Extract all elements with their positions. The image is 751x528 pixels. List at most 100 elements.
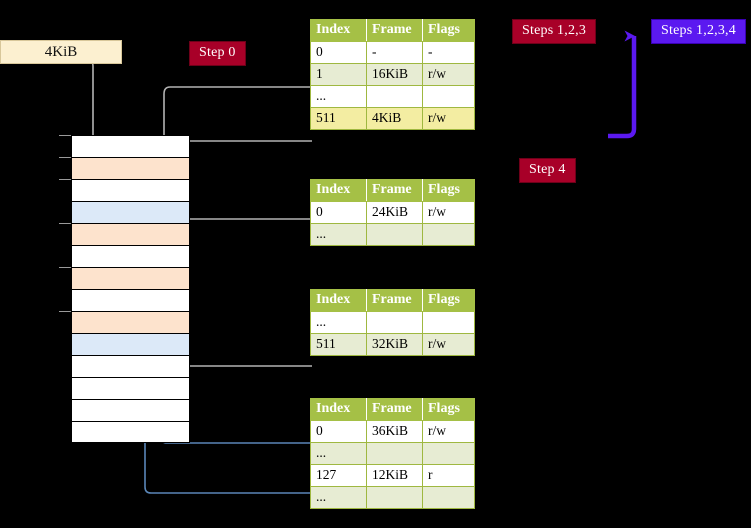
- table-row: ...: [310, 311, 475, 334]
- table-cell: r/w: [422, 201, 475, 224]
- badge-step-4-label: Step 4: [529, 162, 566, 177]
- column-header-frame: Frame: [366, 289, 423, 312]
- column-header-frame: Frame: [366, 19, 423, 42]
- column-header-flags: Flags: [422, 19, 475, 42]
- memory-frame: [71, 311, 190, 333]
- table-cell: r/w: [422, 333, 475, 356]
- memory-frame: [71, 377, 190, 399]
- table-cell: ...: [310, 311, 367, 334]
- table-cell: r/w: [422, 63, 475, 86]
- table-cell: 12KiB: [366, 464, 423, 487]
- memory-frame: [71, 267, 190, 289]
- memory-frame: [71, 289, 190, 311]
- column-header-index: Index: [310, 19, 367, 42]
- table-cell: ...: [310, 85, 367, 108]
- physical-memory-column: [59, 135, 190, 443]
- table-row: ...: [310, 223, 475, 246]
- column-header-frame: Frame: [366, 398, 423, 421]
- table-cell: r: [422, 464, 475, 487]
- badge-step-0-label: Step 0: [199, 45, 236, 60]
- column-header-index: Index: [310, 179, 367, 202]
- memory-tick: [59, 267, 71, 268]
- table-cell: 511: [310, 333, 367, 356]
- table-cell: r/w: [422, 107, 475, 130]
- memory-frame: [71, 421, 190, 443]
- connector-t1row1-to-frame: [163, 86, 312, 154]
- table-cell: 36KiB: [366, 420, 423, 443]
- steps-bracket-arrow: [608, 30, 637, 139]
- badge-steps-123: Steps 1,2,3: [512, 19, 597, 44]
- table-cell: [422, 442, 475, 465]
- memory-frame: [71, 157, 190, 179]
- table-cell: [422, 223, 475, 246]
- column-header-frame: Frame: [366, 179, 423, 202]
- connector-t4row127-to-frame: [137, 207, 312, 494]
- column-header-flags: Flags: [422, 179, 475, 202]
- memory-frame: [71, 333, 190, 355]
- column-header-flags: Flags: [422, 398, 475, 421]
- table-cell: ...: [310, 486, 367, 509]
- table-cell: 1: [310, 63, 367, 86]
- memory-frame: [71, 355, 190, 377]
- column-header-index: Index: [310, 398, 367, 421]
- table-cell: 24KiB: [366, 201, 423, 224]
- table-row: ...: [310, 442, 475, 465]
- memory-frame: [71, 179, 190, 201]
- table-cell: [366, 486, 423, 509]
- table-row: ...: [310, 85, 475, 108]
- table-cell: r/w: [422, 420, 475, 443]
- memory-tick: [59, 135, 71, 136]
- table-cell: -: [422, 41, 475, 64]
- table-cell: -: [366, 41, 423, 64]
- table-cell: ...: [310, 223, 367, 246]
- table-cell: [366, 311, 423, 334]
- badge-step-4: Step 4: [519, 158, 576, 183]
- column-header-index: Index: [310, 289, 367, 312]
- memory-frame: [71, 399, 190, 421]
- memory-frame: [71, 135, 190, 157]
- memory-frame: [71, 201, 190, 223]
- connector-t2row0-to-frame: [179, 218, 312, 242]
- column-header-flags: Flags: [422, 289, 475, 312]
- memory-tick: [59, 157, 71, 158]
- badge-step-0: Step 0: [189, 41, 246, 66]
- memory-tick: [59, 179, 71, 180]
- table-cell: [366, 223, 423, 246]
- memory-tick: [59, 311, 71, 312]
- table-row: 0--: [310, 41, 475, 64]
- table-cell: 511: [310, 107, 367, 130]
- memory-frame: [71, 245, 190, 267]
- table-cell: 16KiB: [366, 63, 423, 86]
- table-cell: 32KiB: [366, 333, 423, 356]
- table-cell: 0: [310, 201, 367, 224]
- table-cell: [366, 85, 423, 108]
- memory-tick: [59, 223, 71, 224]
- table-cell: [422, 311, 475, 334]
- table-row: ...: [310, 486, 475, 509]
- size-box-4kib: 4KiB: [0, 40, 122, 64]
- table-cell: 0: [310, 420, 367, 443]
- connector-t1row511-to-frame: [179, 140, 312, 198]
- table-cell: [422, 85, 475, 108]
- table-cell: 4KiB: [366, 107, 423, 130]
- table-cell: [366, 442, 423, 465]
- memory-frame: [71, 223, 190, 245]
- badge-steps-1234-label: Steps 1,2,3,4: [661, 23, 736, 38]
- table-cell: [422, 486, 475, 509]
- table-cell: 0: [310, 41, 367, 64]
- badge-steps-1234: Steps 1,2,3,4: [651, 19, 746, 44]
- badge-steps-123-label: Steps 1,2,3: [522, 23, 587, 38]
